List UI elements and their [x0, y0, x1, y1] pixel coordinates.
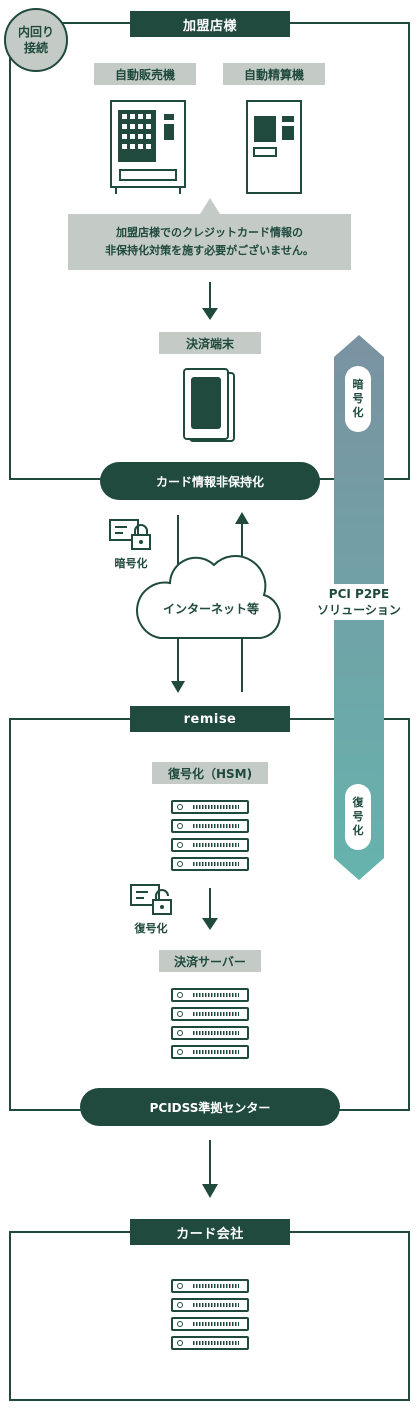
- card-info-non-retention-pill: カード情報非保持化: [100, 462, 320, 500]
- arrow-down-icon: [202, 888, 218, 930]
- badge-line2: 接続: [23, 41, 48, 55]
- payment-machine-icon: [246, 100, 302, 194]
- p2pe-label-line2: ソリューション: [317, 603, 401, 617]
- server-unit: [171, 857, 249, 871]
- note-pointer: [200, 198, 220, 214]
- card-company-box: [9, 1231, 410, 1401]
- payment-machine-label: 自動精算機: [223, 63, 325, 85]
- server-unit: [171, 819, 249, 833]
- server-icon: [171, 988, 249, 1066]
- p2pe-decrypt-overlay-char3: 化: [352, 824, 364, 837]
- server-icon: [171, 1279, 249, 1357]
- server-icon: [171, 800, 249, 878]
- cloud-icon: [136, 555, 281, 639]
- server-unit: [171, 838, 249, 852]
- merchant-note: 加盟店様でのクレジットカード情報の 非保持化対策を施す必要がございません。: [68, 214, 351, 270]
- p2pe-decrypt-overlay-char1: 復: [352, 796, 364, 809]
- p2pe-encrypt-char2: 号: [352, 392, 364, 405]
- cloud-label: インターネット等: [162, 602, 259, 616]
- p2pe-encrypt-tag: 暗 号 化: [345, 366, 371, 432]
- p2pe-label: PCI P2PE ソリューション: [300, 584, 418, 620]
- inner-connection-badge: 内回り 接続: [4, 8, 68, 72]
- hsm-label: 復号化（HSM): [152, 762, 268, 784]
- server-unit: [171, 1336, 249, 1350]
- p2pe-encrypt-char3: 化: [352, 406, 364, 419]
- payment-server-label: 決済サーバー: [159, 950, 261, 972]
- note-line1: 加盟店様でのクレジットカード情報の: [116, 226, 303, 239]
- p2pe-encrypt-char1: 暗: [352, 378, 364, 391]
- vending-machine-icon: [110, 100, 186, 194]
- lock-card-icon: [130, 884, 172, 915]
- note-line2: 非保持化対策を施す必要がございません。: [105, 244, 314, 257]
- server-unit: [171, 988, 249, 1002]
- merchant-title: 加盟店様: [130, 11, 290, 37]
- vending-machine-label: 自動販売機: [94, 63, 196, 85]
- server-unit: [171, 1298, 249, 1312]
- terminal-icon: [183, 368, 235, 442]
- terminal-label: 決済端末: [159, 332, 261, 354]
- lock-card-icon: [109, 519, 151, 550]
- remise-title: remise: [130, 706, 290, 732]
- p2pe-label-line1: PCI P2PE: [328, 587, 390, 601]
- p2pe-decrypt-overlay-char2: 号: [352, 810, 364, 823]
- decrypt-caption: 復号化: [134, 922, 168, 935]
- server-unit: [171, 1045, 249, 1059]
- server-unit: [171, 1279, 249, 1293]
- arrow-down-icon: [202, 1140, 218, 1198]
- server-unit: [171, 1026, 249, 1040]
- server-unit: [171, 1317, 249, 1331]
- arrow-down-icon: [202, 282, 218, 320]
- p2pe-decrypt-tag-overlay: 復 号 化: [345, 784, 371, 850]
- encrypt-caption: 暗号化: [114, 557, 148, 570]
- server-unit: [171, 1007, 249, 1021]
- pcidss-center-pill: PCIDSS準拠センター: [80, 1088, 340, 1126]
- card-company-title: カード会社: [130, 1219, 290, 1245]
- server-unit: [171, 800, 249, 814]
- badge-line1: 内回り: [17, 25, 54, 39]
